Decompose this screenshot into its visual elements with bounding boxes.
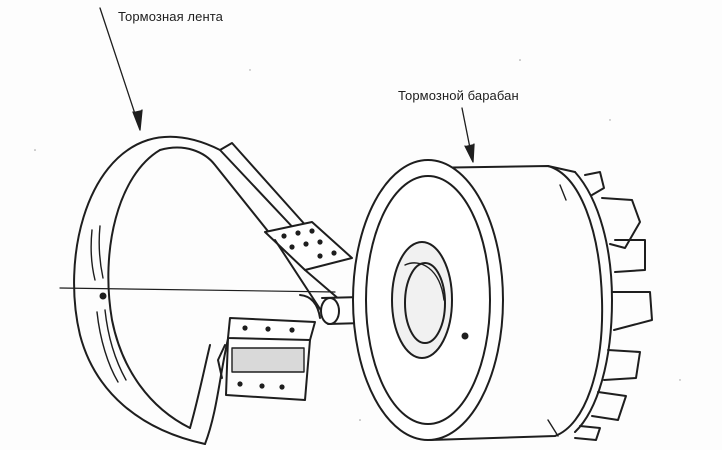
band-slot-upper — [90, 225, 104, 281]
label-brake-drum: Тормозной барабан — [398, 88, 519, 103]
brake-drum — [352, 159, 653, 441]
leader-arrow-band — [99, 7, 143, 131]
band-anchor-plate — [264, 221, 353, 271]
brake-band-inner-rim — [107, 149, 191, 429]
drum-hub — [391, 241, 453, 359]
print-noise — [34, 59, 681, 421]
band-lower-lug — [217, 317, 316, 401]
leader-arrow-drum — [461, 107, 475, 163]
band-slot-lower — [96, 309, 127, 383]
label-brake-band: Тормозная лента — [118, 9, 223, 24]
drum-drive-tabs — [574, 171, 653, 441]
band-upper-strap — [147, 135, 301, 236]
brake-band-outer-rim — [73, 139, 206, 445]
